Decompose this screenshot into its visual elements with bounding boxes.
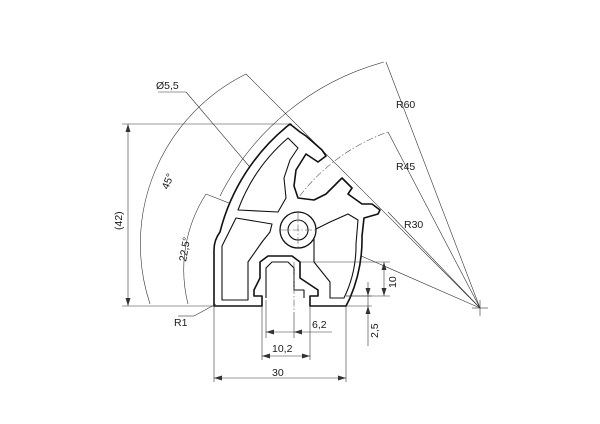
label-height42: (42) <box>113 211 125 230</box>
r1-leader-slant <box>193 303 217 317</box>
label-dim10: 10 <box>387 276 399 288</box>
height-arrow-bottom <box>125 298 131 306</box>
radial-r45 <box>387 131 481 309</box>
dim62-arrow-left <box>266 329 274 335</box>
dim25-arrow-top <box>365 288 371 296</box>
label-r45: R45 <box>396 161 415 173</box>
label-angle45: 45° <box>160 172 177 191</box>
cavity-upper-left <box>237 137 299 213</box>
dim30-arrow-left <box>214 375 222 381</box>
radial-r30 <box>387 211 481 309</box>
angle-22-arc <box>183 193 207 305</box>
label-angle22: 22,5° <box>177 236 193 262</box>
dim10-arrow-bottom <box>381 288 387 296</box>
dim102-arrow-left <box>262 353 270 359</box>
dim25-arrow-bottom <box>365 306 371 314</box>
label-dim6-2: 6,2 <box>312 319 327 331</box>
height-arrow-top <box>125 124 131 132</box>
bottom-slot <box>265 261 305 298</box>
label-dim2-5: 2,5 <box>369 323 381 338</box>
label-diameter: Ø5,5 <box>156 80 179 92</box>
dim10-arrow-top <box>381 262 387 270</box>
dim102-arrow-right <box>302 353 310 359</box>
radial-outer-top <box>245 73 481 309</box>
dim30-arrow-right <box>338 375 346 381</box>
dim62-arrow-right <box>294 329 302 335</box>
label-r1: R1 <box>174 317 188 329</box>
arc-r60 <box>219 61 385 197</box>
label-r60: R60 <box>396 99 415 111</box>
cavity-right <box>313 213 359 299</box>
radial-r60 <box>385 61 481 309</box>
cavity-left <box>221 217 273 301</box>
label-dim30: 30 <box>272 367 284 379</box>
label-dim10-2: 10,2 <box>272 343 293 355</box>
label-r30: R30 <box>404 219 423 231</box>
angle-45-arc <box>140 73 247 305</box>
